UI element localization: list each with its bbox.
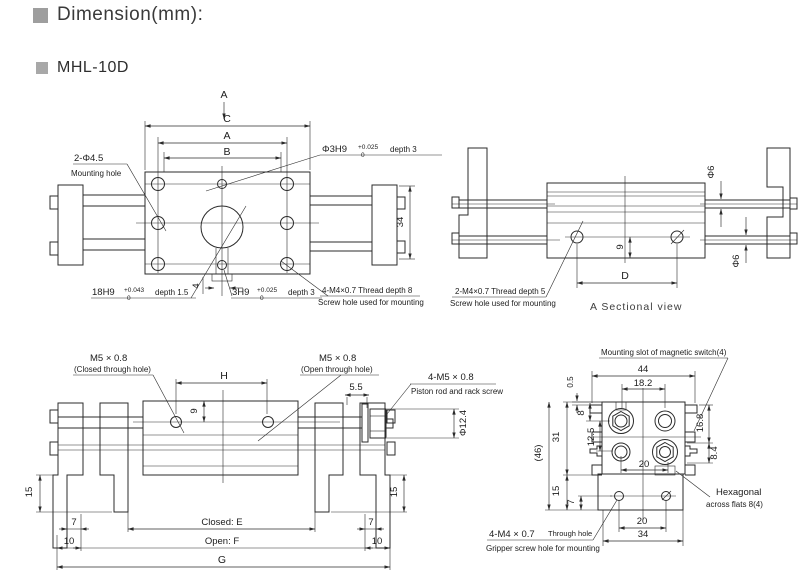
rack-screw-label2: Piston rod and rack screw [411, 387, 503, 396]
slot-tol-sub: 0 [260, 295, 264, 302]
keyway-tol-sup: +0.043 [124, 287, 144, 294]
dim-84-label: 8.4 [709, 446, 720, 459]
keyway-callout: 18H9 [92, 287, 115, 298]
dim-34-label: 34 [395, 217, 406, 228]
mounting-hole-callout: 2-Φ4.5 [74, 153, 103, 164]
dim-44-label: 44 [638, 364, 649, 375]
side-dimensions: 44 18.2 0.5 8 12.5 31 (46) 16.8 8 [486, 348, 763, 553]
dim-4-label: 4 [191, 283, 202, 288]
phi6-top-label: Φ6 [706, 166, 717, 179]
dim-b-label: B [223, 146, 230, 158]
model-name: MHL-10D [57, 59, 129, 76]
dim-55-label: 5.5 [349, 382, 362, 393]
dim-20-mid-label: 20 [639, 459, 650, 470]
dim-34-label-side: 34 [638, 529, 649, 540]
sect-thread-callout: 2-M4×0.7 Thread depth 5 [455, 287, 546, 296]
slot-tol-sup: +0.025 [257, 287, 277, 294]
top-plan-geometry [49, 137, 406, 296]
m5-open-label: M5 × 0.8 [319, 353, 356, 364]
view-front: H 9 M5 × 0.8 (Closed through hole) M5 × … [24, 353, 503, 570]
rack-screw-label: 4-M5 × 0.8 [428, 372, 474, 383]
dim-h-label: H [220, 370, 228, 382]
sectional-view-title: A Sectional view [590, 301, 682, 313]
side-geometry [589, 388, 701, 520]
dim-a-label: A [223, 130, 230, 142]
pin-hole-tol-sub: 0 [361, 152, 365, 159]
closed-e-label: Closed: E [201, 517, 242, 528]
pin-hole-depth: depth 3 [390, 145, 417, 154]
dim-125-label: 12.5 [586, 428, 597, 447]
front-dimensions: H 9 M5 × 0.8 (Closed through hole) M5 × … [24, 353, 503, 570]
dim-phi124-label: Φ12.4 [458, 410, 469, 436]
hexagonal-callout2: across flats 8(4) [706, 500, 763, 509]
slot-callout: 3H9 [232, 287, 249, 298]
dim-168-label: 16.8 [695, 414, 706, 433]
dim-d-label: D [621, 270, 629, 282]
page-title: Dimension(mm): [57, 4, 204, 25]
dim-7-label: 7 [566, 499, 577, 504]
gripper-callout2: Gripper screw hole for mounting [486, 544, 600, 553]
view-top-plan: A C A B 34 2-Φ4.5 Mounting hole Φ3H9 +0.… [49, 89, 442, 307]
gripper-callout: 4-M4 × 0.7 [489, 529, 535, 540]
view-side: 44 18.2 0.5 8 12.5 31 (46) 16.8 8 [486, 348, 763, 553]
dim-15-label: 15 [551, 486, 562, 497]
header-bullet-icon [33, 7, 48, 23]
open-f-label: Open: F [205, 536, 240, 547]
dim-10-left-label: 10 [64, 536, 75, 547]
model-header: MHL-10D [36, 59, 129, 77]
m5-closed-label2: (Closed through hole) [74, 365, 151, 374]
keyway-depth: depth 1.5 [155, 288, 189, 297]
pin-hole-callout: Φ3H9 [322, 144, 347, 155]
dim-g-label: G [218, 554, 226, 566]
dim-10-right-label: 10 [372, 536, 383, 547]
sectional-geometry [451, 147, 798, 263]
phi6-bottom-label: Φ6 [731, 255, 742, 268]
dim-15-right-label: 15 [389, 487, 400, 498]
magnet-slot-callout: Mounting slot of magnetic switch(4) [601, 348, 727, 357]
sectional-dimensions: Φ6 Φ6 9 D 2-M4×0.7 Thread depth 5 Screw … [450, 166, 748, 313]
page-header: Dimension(mm): [33, 4, 203, 26]
thread-callout2: Screw hole used for mounting [318, 298, 424, 307]
thread-callout: 4-M4×0.7 Thread depth 8 [322, 286, 413, 295]
section-a-label: A [220, 89, 227, 101]
view-sectional: Φ6 Φ6 9 D 2-M4×0.7 Thread depth 5 Screw … [450, 147, 798, 313]
keyway-tol-sub: 0 [127, 295, 131, 302]
pin-hole-tol-sup: +0.025 [358, 144, 378, 151]
dim-20-bot-label: 20 [637, 516, 648, 527]
dim-9-label: 9 [615, 244, 626, 249]
dim-15-left-label: 15 [24, 487, 35, 498]
dim-7-left-label: 7 [71, 517, 76, 528]
dim-182-label: 18.2 [634, 378, 653, 389]
dim-c-label: C [223, 113, 231, 125]
front-dim-9-label: 9 [189, 408, 200, 413]
dim-31-label: 31 [551, 432, 562, 443]
m5-closed-label: M5 × 0.8 [90, 353, 127, 364]
mounting-hole-callout2: Mounting hole [71, 169, 122, 178]
dim-46-label: (46) [533, 445, 544, 462]
sect-thread-callout2: Screw hole used for mounting [450, 299, 556, 308]
hexagonal-callout: Hexagonal [716, 487, 761, 498]
slot-depth: depth 3 [288, 288, 315, 297]
model-bullet-icon [36, 62, 48, 74]
top-plan-dimensions: A C A B 34 2-Φ4.5 Mounting hole Φ3H9 +0.… [71, 89, 442, 307]
dim-8-label: 8 [576, 410, 587, 415]
m5-open-label2: (Open through hole) [301, 365, 373, 374]
dim-7-right-label: 7 [368, 517, 373, 528]
gripper-callout-b: Through hole [548, 529, 592, 538]
dim-05-label: 0.5 [566, 376, 575, 388]
